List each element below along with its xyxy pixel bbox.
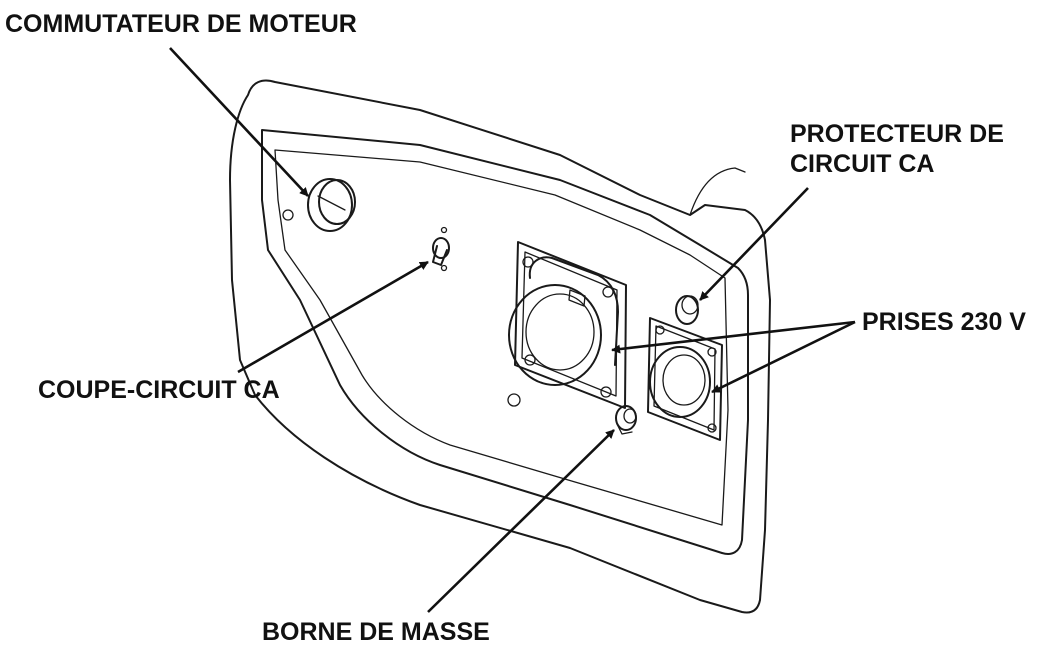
label-ground-terminal: BORNE DE MASSE <box>262 618 490 646</box>
label-engine-switch: COMMUTATEUR DE MOTEUR <box>5 10 357 38</box>
housing-back-edge <box>689 167 746 216</box>
label-ac-protector-line2: CIRCUIT CA <box>790 150 934 178</box>
receptacle-large <box>508 241 627 409</box>
receptacle-small <box>647 317 723 441</box>
generator-panel-illustration <box>229 79 771 614</box>
label-receptacles: PRISES 230 V <box>862 308 1026 336</box>
leader-ac-breaker <box>237 260 429 374</box>
leader-receptacle-large <box>611 320 856 354</box>
housing-outline <box>229 79 771 614</box>
ground-terminal <box>615 405 637 435</box>
label-ac-protector-line1: PROTECTEUR DE <box>790 120 1004 148</box>
engine-switch-knob <box>307 178 356 232</box>
panel-face <box>261 129 749 555</box>
label-ac-breaker: COUPE-CIRCUIT CA <box>38 376 280 404</box>
panel-contour <box>274 149 729 526</box>
ac-breaker-toggle <box>432 226 450 272</box>
leader-receptacle-small <box>711 320 856 394</box>
leader-lines <box>169 47 856 613</box>
leader-ac-protector <box>699 187 809 301</box>
leader-ground-terminal <box>427 429 615 613</box>
leader-engine-switch <box>169 47 309 197</box>
ac-protector-button <box>675 295 699 325</box>
panel-hole <box>507 393 521 407</box>
panel-screw-left <box>282 209 294 221</box>
